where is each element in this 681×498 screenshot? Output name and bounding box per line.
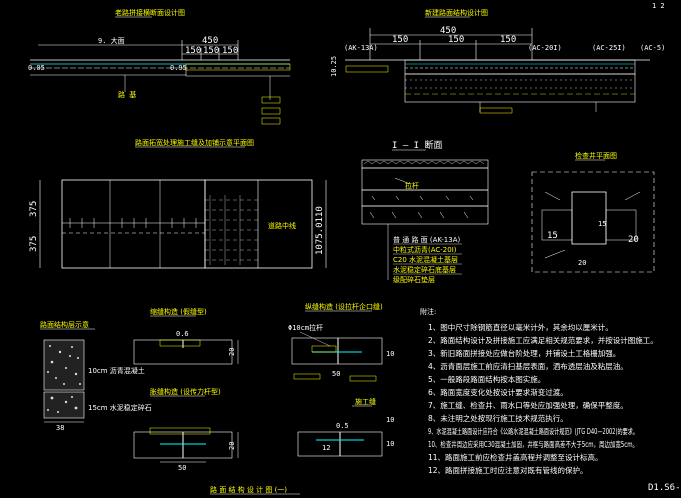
svg-text:路 基: 路 基 bbox=[118, 90, 136, 99]
svg-text:0.5: 0.5 bbox=[336, 422, 349, 430]
notes-block[interactable]: 附注: 1、图中尺寸除钢筋直径以毫米计外，其余均以厘米计。 2、路面结构设计及拼… bbox=[420, 307, 658, 475]
base-sample-icon bbox=[43, 391, 85, 419]
svg-text:50: 50 bbox=[332, 370, 340, 378]
view-top-left[interactable]: 老路拼接横断面设计图 9. 大面 450 150 150 150 0.05 0.… bbox=[28, 8, 291, 125]
svg-text:8、未注明之处按现行施工技术规范执行。: 8、未注明之处按现行施工技术规范执行。 bbox=[428, 413, 568, 423]
svg-text:10.25: 10.25 bbox=[330, 56, 338, 77]
svg-text:6、路面宽度变化处按设计要求渐变过渡。: 6、路面宽度变化处按设计要求渐变过渡。 bbox=[428, 387, 568, 397]
view-middle-right[interactable]: 检查井平面图 15 20 15 20 bbox=[531, 151, 655, 273]
notes-heading: 附注: bbox=[420, 307, 436, 316]
drawing-number: D1.S6- bbox=[648, 483, 681, 493]
svg-text:2、路面结构设计及拼接施工应满足相关规范要求，并按设计图施工: 2、路面结构设计及拼接施工应满足相关规范要求，并按设计图施工。 bbox=[428, 335, 658, 345]
svg-text:I — I 断面: I — I 断面 bbox=[392, 139, 443, 151]
aggregate-texture-icon bbox=[47, 345, 81, 413]
svg-text:20: 20 bbox=[628, 235, 639, 245]
view-contraction-joint[interactable]: 缩缝构造 (假缝型) 0.6 20 bbox=[133, 307, 239, 365]
svg-text:普 通 路 面 (AK-13A): 普 通 路 面 (AK-13A) bbox=[393, 235, 460, 244]
svg-text:375: 375 bbox=[29, 236, 39, 252]
svg-text:150: 150 bbox=[448, 35, 464, 45]
svg-text:胀缝构造 (设传力杆型): 胀缝构造 (设传力杆型) bbox=[150, 387, 221, 396]
svg-text:10: 10 bbox=[386, 350, 394, 358]
svg-text:中粒式沥青(AC-20I): 中粒式沥青(AC-20I) bbox=[393, 245, 457, 254]
svg-text:150: 150 bbox=[222, 46, 238, 56]
svg-text:450: 450 bbox=[440, 26, 456, 36]
svg-text:(AC-5): (AC-5) bbox=[640, 44, 665, 52]
svg-text:0.6: 0.6 bbox=[176, 330, 189, 338]
svg-text:11、路面施工前应检查井盖高程并调整至设计标高。: 11、路面施工前应检查井盖高程并调整至设计标高。 bbox=[428, 452, 603, 462]
svg-text:拉杆: 拉杆 bbox=[405, 181, 419, 190]
view-bottom-left[interactable]: 路面结构层示意 10cm 沥青混凝土 15cm 水泥稳定碎石 38 bbox=[40, 320, 152, 432]
view-middle-left[interactable]: 路面拓宽处理施工缝及加铺示意平面图 375 375 1075.0110 道路中线 bbox=[29, 138, 327, 269]
svg-text:12、路面拼接施工时应注意对既有管线的保护。: 12、路面拼接施工时应注意对既有管线的保护。 bbox=[428, 465, 588, 475]
svg-text:Φ10cm拉杆: Φ10cm拉杆 bbox=[288, 323, 323, 332]
svg-text:375: 375 bbox=[29, 201, 39, 217]
svg-text:150: 150 bbox=[185, 46, 201, 56]
svg-text:15: 15 bbox=[598, 220, 606, 228]
svg-text:0.05: 0.05 bbox=[28, 64, 45, 72]
svg-text:路面拓宽处理施工缝及加铺示意平面图: 路面拓宽处理施工缝及加铺示意平面图 bbox=[135, 138, 254, 147]
svg-text:10cm 沥青混凝土: 10cm 沥青混凝土 bbox=[88, 366, 145, 375]
svg-text:10、检查井周边应采用C30混凝土加固，井框与路面高差不大于: 10、检查井周边应采用C30混凝土加固，井框与路面高差不大于5cm，周边加宽5c… bbox=[428, 439, 638, 449]
svg-text:4、沥青面层施工前应清扫基层表面，洒布透层油及粘层油。: 4、沥青面层施工前应清扫基层表面，洒布透层油及粘层油。 bbox=[428, 361, 628, 371]
view-middle-center[interactable]: I — I 断面 拉杆 普 通 路 面 (AK-13A) 中粒式沥青(AC-20… bbox=[361, 139, 489, 284]
svg-text:50: 50 bbox=[178, 464, 186, 472]
asphalt-sample-icon bbox=[43, 339, 85, 391]
svg-text:9. 大面: 9. 大面 bbox=[98, 36, 125, 45]
view-title-top-left: 老路拼接横断面设计图 bbox=[115, 8, 185, 17]
svg-text:38: 38 bbox=[56, 424, 64, 432]
svg-text:3、新旧路面拼接处应做台阶处理，并铺设土工格栅加强。: 3、新旧路面拼接处应做台阶处理，并铺设土工格栅加强。 bbox=[428, 348, 620, 358]
svg-text:20: 20 bbox=[578, 259, 586, 267]
svg-text:20: 20 bbox=[228, 348, 236, 356]
svg-text:5、一般路段路面结构按本图实施。: 5、一般路段路面结构按本图实施。 bbox=[428, 374, 545, 384]
svg-text:0.95: 0.95 bbox=[170, 64, 187, 72]
svg-text:级配碎石垫层: 级配碎石垫层 bbox=[393, 275, 435, 284]
svg-text:1、图中尺寸除钢筋直径以毫米计外，其余均以厘米计。: 1、图中尺寸除钢筋直径以毫米计外，其余均以厘米计。 bbox=[428, 322, 613, 332]
svg-text:1075.0110: 1075.0110 bbox=[315, 206, 325, 255]
svg-text:(AC-20I): (AC-20I) bbox=[528, 44, 562, 52]
svg-text:12: 12 bbox=[322, 444, 330, 452]
svg-text:检查井平面图: 检查井平面图 bbox=[575, 151, 617, 160]
svg-text:15: 15 bbox=[547, 231, 558, 241]
svg-text:7、施工缝、检查井、雨水口等处应加强处理，确保平整度。: 7、施工缝、检查井、雨水口等处应加强处理，确保平整度。 bbox=[428, 400, 628, 410]
svg-text:150: 150 bbox=[203, 46, 219, 56]
dim-total-tl: 450 bbox=[202, 36, 218, 46]
svg-text:路面结构层示意: 路面结构层示意 bbox=[40, 320, 89, 329]
svg-text:(AC-25I): (AC-25I) bbox=[592, 44, 626, 52]
svg-text:道路中线: 道路中线 bbox=[268, 221, 296, 230]
svg-text:(AK-13A): (AK-13A) bbox=[344, 44, 378, 52]
svg-text:150: 150 bbox=[392, 35, 408, 45]
svg-text:20: 20 bbox=[228, 442, 236, 450]
svg-text:15cm 水泥稳定碎石: 15cm 水泥稳定碎石 bbox=[88, 403, 152, 412]
svg-text:C20 水泥混凝土基层: C20 水泥混凝土基层 bbox=[393, 255, 458, 264]
view-expansion-joint[interactable]: 胀缝构造 (设传力杆型) 50 20 bbox=[133, 387, 239, 472]
view-title-top-right: 新建路面结构设计图 bbox=[425, 8, 488, 17]
sheet-title: 路 面 结 构 设 计 图 (一) bbox=[210, 485, 287, 494]
svg-text:缩缝构造 (假缝型): 缩缝构造 (假缝型) bbox=[150, 307, 207, 316]
svg-text:10: 10 bbox=[386, 440, 394, 448]
svg-text:水泥稳定碎石底基层: 水泥稳定碎石底基层 bbox=[393, 265, 456, 274]
svg-text:9、水泥混凝土路面设计应符合《公路水泥混凝土路面设计规范》(: 9、水泥混凝土路面设计应符合《公路水泥混凝土路面设计规范》(JTG D40—20… bbox=[428, 426, 638, 436]
view-longitudinal-joint[interactable]: 纵缝构造 (设拉杆企口缝) Φ10cm拉杆 50 10 bbox=[288, 302, 394, 382]
svg-text:纵缝构造 (设拉杆企口缝): 纵缝构造 (设拉杆企口缝) bbox=[305, 302, 383, 311]
view-top-right[interactable]: 新建路面结构设计图 450 150 150 150 (AK-13A) (AC-2… bbox=[330, 8, 665, 114]
view-construction-joint[interactable]: 施工缝 0.5 12 10 10 bbox=[297, 397, 394, 457]
svg-text:10: 10 bbox=[386, 416, 394, 424]
svg-text:施工缝: 施工缝 bbox=[355, 397, 376, 406]
corner-mark: 1 2 bbox=[652, 2, 665, 10]
svg-text:150: 150 bbox=[500, 35, 516, 45]
